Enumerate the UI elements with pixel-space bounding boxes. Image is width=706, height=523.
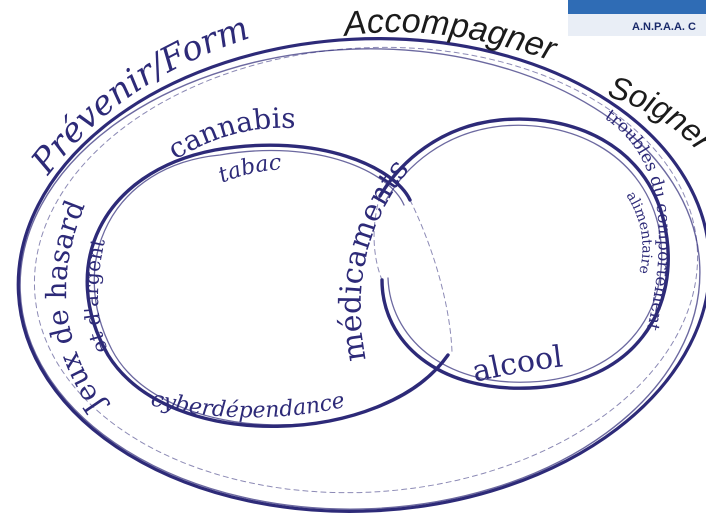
right-loop bbox=[373, 117, 670, 390]
logo-plate bbox=[568, 14, 706, 36]
logo-bar bbox=[568, 0, 706, 14]
anpaa-logo: A.N.P.A.A. C bbox=[568, 0, 706, 36]
left-loop bbox=[85, 143, 453, 428]
label-accompagner: Accompagner bbox=[339, 2, 562, 69]
logo-text: A.N.P.A.A. C bbox=[632, 21, 696, 33]
label-cyberdependance: cyberdépendance bbox=[149, 387, 347, 424]
outer-ellipse bbox=[16, 37, 706, 513]
label-et-d-argent: et d'argent bbox=[79, 236, 113, 356]
label-tabac: tabac bbox=[215, 150, 282, 188]
label-medicaments: médicaments bbox=[333, 153, 416, 364]
